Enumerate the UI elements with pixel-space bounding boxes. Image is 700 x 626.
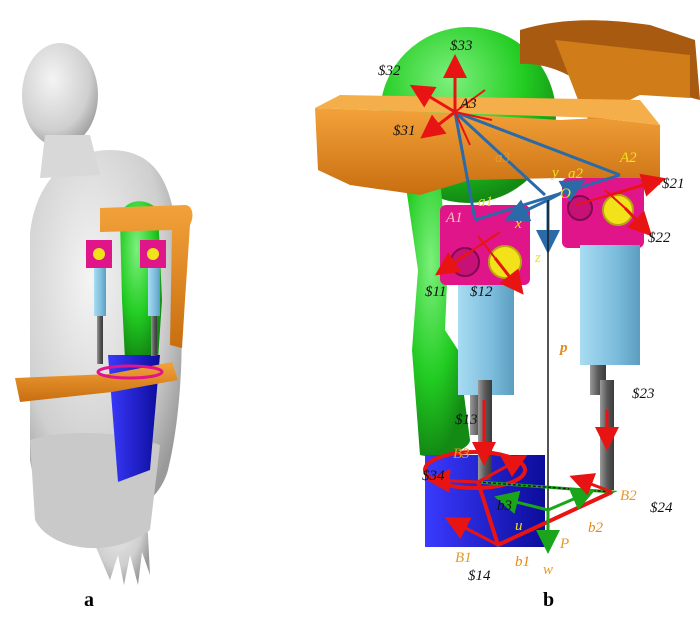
label-A2: A2 bbox=[619, 150, 637, 166]
label-s33: $33 bbox=[450, 38, 473, 54]
label-s12: $12 bbox=[470, 284, 493, 300]
forearm-ring bbox=[96, 364, 164, 380]
panel-label-b: b bbox=[543, 589, 554, 611]
label-s31: $31 bbox=[393, 123, 416, 139]
label-p: p bbox=[558, 340, 568, 356]
label-s21: $21 bbox=[662, 176, 685, 192]
label-B2: B2 bbox=[620, 488, 637, 504]
panel-a-illustration bbox=[15, 43, 193, 585]
label-s23: $23 bbox=[632, 386, 655, 402]
cylinder-1 bbox=[458, 285, 514, 395]
label-w: w bbox=[543, 562, 553, 578]
panel-b-labels: $33 $32 $31 A3 a3 a1 A1 A2 a2 y O x z $2… bbox=[378, 38, 685, 584]
label-y: y bbox=[550, 165, 559, 181]
label-A3: A3 bbox=[459, 96, 477, 112]
label-s32: $32 bbox=[378, 63, 401, 79]
line-a3-a2 bbox=[454, 110, 621, 177]
axis-y bbox=[547, 180, 586, 203]
panel-label-a: a bbox=[84, 589, 94, 611]
label-s14: $14 bbox=[468, 568, 491, 584]
label-z: z bbox=[534, 250, 541, 266]
cylinder-left bbox=[94, 268, 106, 316]
label-s22: $22 bbox=[648, 230, 671, 246]
cylinder-2 bbox=[580, 245, 640, 365]
line-a3-o bbox=[453, 110, 547, 197]
label-B3: B3 bbox=[453, 446, 470, 462]
label-s11: $11 bbox=[425, 284, 446, 300]
label-b1: b1 bbox=[515, 554, 530, 570]
upper-band bbox=[100, 205, 193, 348]
front-band bbox=[315, 108, 660, 195]
label-a3: a3 bbox=[495, 150, 510, 166]
line-a3-a1 bbox=[453, 111, 477, 221]
label-b2: b2 bbox=[588, 520, 604, 536]
label-a2: a2 bbox=[568, 166, 584, 182]
label-A1: A1 bbox=[445, 210, 463, 226]
label-B1: B1 bbox=[455, 550, 472, 566]
label-x: x bbox=[514, 216, 522, 232]
label-s34: $34 bbox=[422, 468, 445, 484]
label-s13: $13 bbox=[455, 412, 478, 428]
head bbox=[22, 43, 98, 147]
cylinder-right bbox=[148, 268, 160, 316]
label-s24: $24 bbox=[650, 500, 673, 516]
arm-green bbox=[405, 180, 470, 457]
lower-band bbox=[15, 362, 178, 402]
label-u: u bbox=[515, 518, 523, 534]
neck bbox=[40, 135, 100, 178]
label-a1: a1 bbox=[478, 194, 493, 210]
axis-x bbox=[504, 198, 549, 222]
label-O: O bbox=[560, 186, 571, 202]
label-P: P bbox=[559, 536, 569, 552]
panel-b-illustration bbox=[315, 20, 700, 554]
label-b3: b3 bbox=[497, 498, 512, 514]
line-a1-a2 bbox=[474, 173, 621, 222]
